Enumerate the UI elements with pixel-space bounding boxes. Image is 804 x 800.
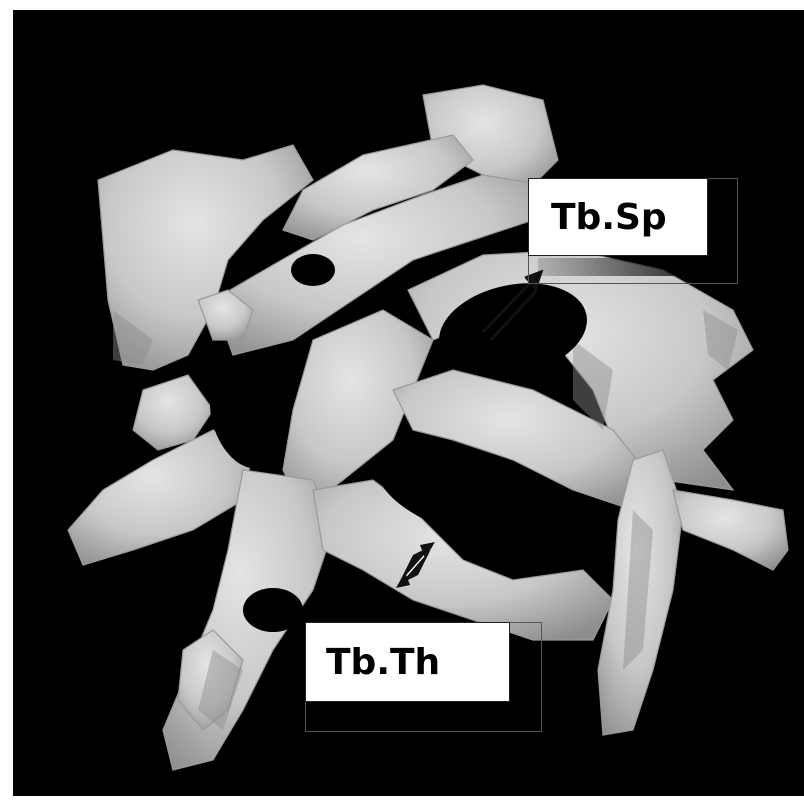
label-trabecular-spacing: Tb.Sp bbox=[528, 178, 708, 256]
label-trabecular-thickness: Tb.Th bbox=[305, 622, 510, 702]
render-viewport: Tb.Sp Tb.Th bbox=[13, 10, 804, 796]
